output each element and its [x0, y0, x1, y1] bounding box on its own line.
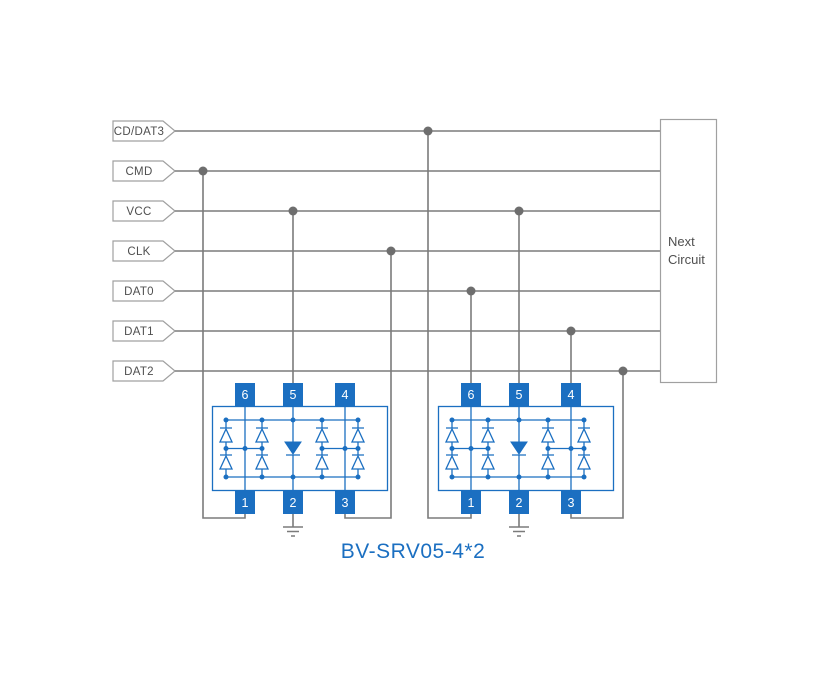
chip2-node-dots [449, 417, 587, 480]
pin-number: 5 [290, 388, 297, 402]
tvs-zener-diode [284, 441, 302, 455]
pin-number: 5 [516, 388, 523, 402]
ground-symbol-2 [509, 514, 529, 537]
tap-wire-cd-dat3 [427, 131, 472, 519]
junction-dot-cd-dat3 [423, 126, 433, 136]
steering-diode [254, 427, 270, 443]
pin-number: 2 [290, 496, 297, 510]
signal-row-cd-dat3: CD/DAT3 [112, 120, 660, 142]
pin-pad [235, 491, 255, 514]
signal-row-dat2: DAT2 [112, 360, 660, 382]
signal-label: DAT0 [124, 286, 154, 298]
chip1-pin-5: 5 [283, 383, 303, 406]
part-number-title: BV-SRV05-4*2 [341, 540, 486, 563]
tvs-chip-1: 6 5 4 1 2 3 [211, 383, 389, 514]
chip1-pin-3: 3 [335, 491, 355, 514]
tvs-zener-diode [510, 441, 528, 455]
tvs-chip-2: 6 5 4 1 2 3 [437, 383, 615, 514]
steering-diode [540, 427, 556, 443]
next-circuit-label: Next Circuit [668, 234, 705, 267]
chip2-pin-6: 6 [461, 383, 481, 406]
signal-tag-shape [112, 120, 176, 142]
signal-label: CMD [125, 166, 152, 178]
signal-tag-shape [112, 240, 176, 262]
signal-tag-shape [112, 360, 176, 382]
junction-dot-cmd [198, 166, 208, 176]
steering-diode [480, 454, 496, 470]
pin-pad [335, 383, 355, 406]
signal-label: DAT1 [124, 326, 154, 338]
chip2-pin-3: 3 [561, 491, 581, 514]
pin-pad [561, 491, 581, 514]
steering-diode [350, 427, 366, 443]
signal-label: VCC [126, 206, 151, 218]
junction-dot-dat2 [618, 366, 628, 376]
signal-tag-shape [112, 200, 176, 222]
signal-tag-shape [112, 320, 176, 342]
steering-diode [444, 427, 460, 443]
steering-diode [314, 454, 330, 470]
junction-dot-vcc-2 [514, 206, 524, 216]
pin-pad [461, 383, 481, 406]
signal-tag-shape [112, 160, 176, 182]
pin-number: 6 [242, 388, 249, 402]
signal-label: CLK [127, 246, 150, 258]
chip2-pin-1: 1 [461, 491, 481, 514]
pin-pad [335, 491, 355, 514]
chip1-node-dots [223, 417, 361, 480]
pin-number: 6 [468, 388, 475, 402]
ground-symbol-1 [283, 514, 303, 537]
tap-wire-dat2 [570, 371, 624, 519]
signal-row-vcc: VCC [112, 200, 660, 222]
steering-diode [576, 454, 592, 470]
steering-diode [218, 427, 234, 443]
chip1-pin-6: 6 [235, 383, 255, 406]
pin-number: 1 [242, 496, 249, 510]
junction-dot-dat1 [566, 326, 576, 336]
pin-pad [235, 383, 255, 406]
signal-row-dat1: DAT1 [112, 320, 660, 342]
pin-pad [461, 491, 481, 514]
steering-diode [480, 427, 496, 443]
chip1-pin-2: 2 [283, 491, 303, 514]
chip2-pin-2: 2 [509, 491, 529, 514]
junction-dot-dat0 [466, 286, 476, 296]
signal-row-clk: CLK [112, 240, 660, 262]
pin-pad [561, 383, 581, 406]
pin-number: 3 [342, 496, 349, 510]
steering-diode [218, 454, 234, 470]
steering-diode [350, 454, 366, 470]
steering-diode [314, 427, 330, 443]
junction-dot-clk [386, 246, 396, 256]
steering-diode [254, 454, 270, 470]
next-circuit-box: Next Circuit [659, 118, 718, 384]
steering-diode [444, 454, 460, 470]
pin-pad [283, 383, 303, 406]
chip2-pin-4: 4 [561, 383, 581, 406]
chip1-pin-4: 4 [335, 383, 355, 406]
pin-number: 1 [468, 496, 475, 510]
tap-wire-clk [344, 251, 392, 519]
pin-pad [509, 491, 529, 514]
signal-row-dat0: DAT0 [112, 280, 660, 302]
pin-number: 4 [568, 388, 575, 402]
chip2-pin-5: 5 [509, 383, 529, 406]
tap-wire-cmd [202, 171, 246, 519]
signal-label: DAT2 [124, 366, 154, 378]
steering-diode [540, 454, 556, 470]
junction-dot-vcc-1 [288, 206, 298, 216]
signal-tag-shape [112, 280, 176, 302]
pin-pad [509, 383, 529, 406]
next-circuit-outline [659, 118, 718, 384]
pin-number: 4 [342, 388, 349, 402]
pin-pad [283, 491, 303, 514]
signal-row-cmd: CMD [112, 160, 660, 182]
signal-label: CD/DAT3 [114, 126, 164, 138]
pin-number: 2 [516, 496, 523, 510]
chip1-pin-1: 1 [235, 491, 255, 514]
pin-number: 3 [568, 496, 575, 510]
steering-diode [576, 427, 592, 443]
